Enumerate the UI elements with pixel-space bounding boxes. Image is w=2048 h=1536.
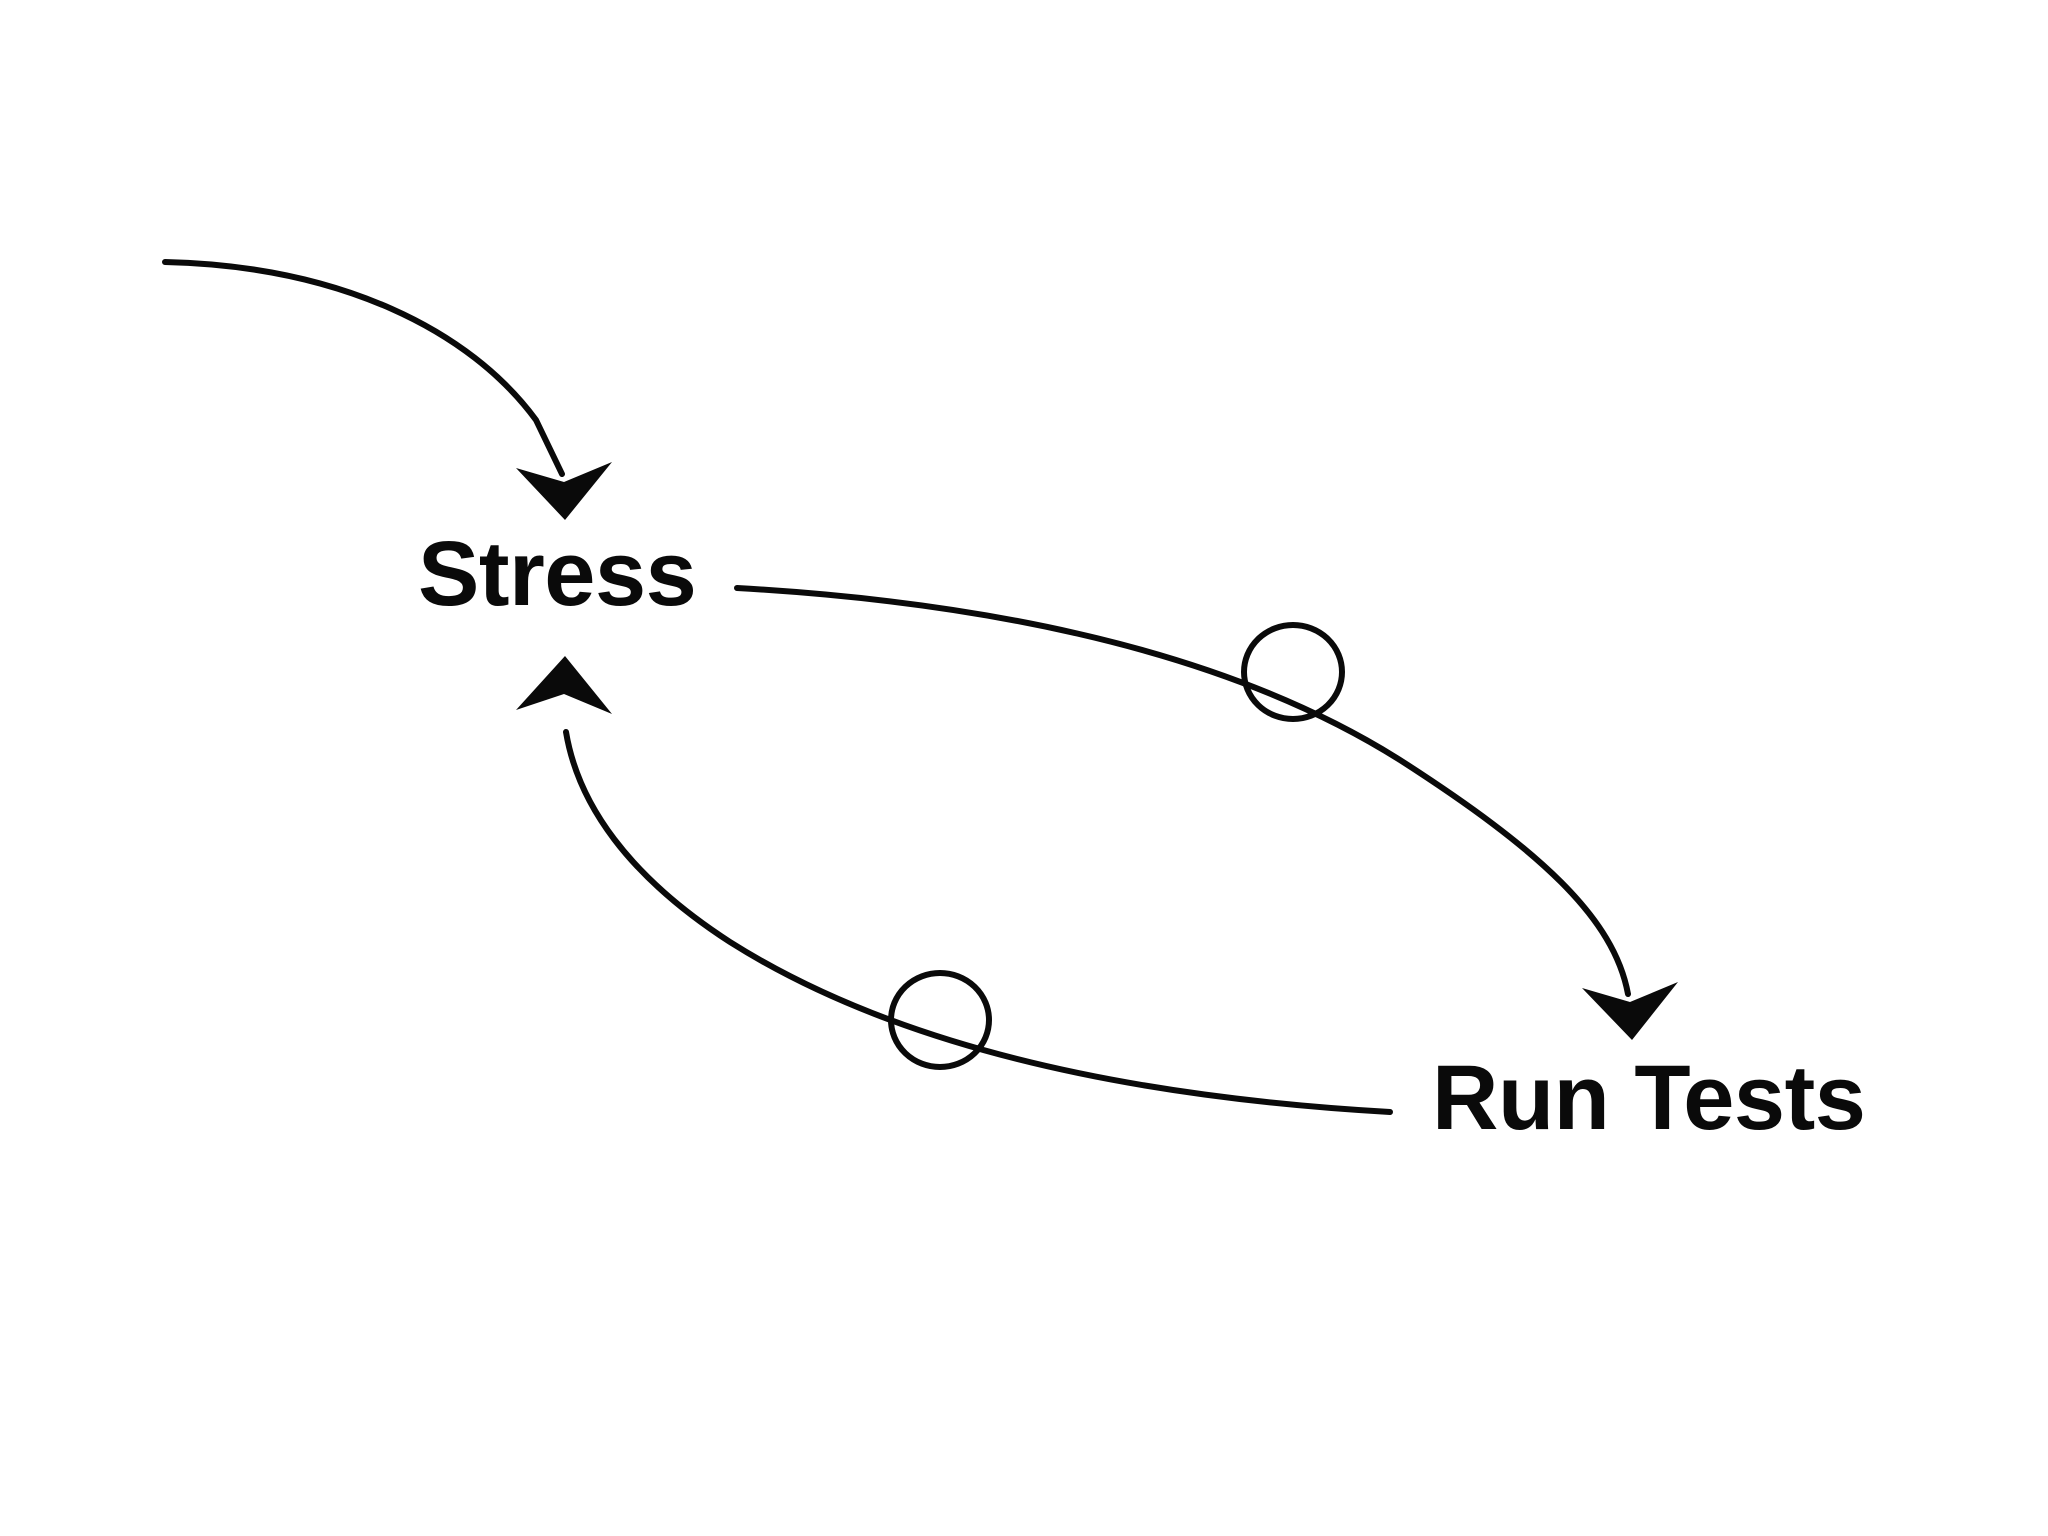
delay-circle-icon bbox=[1241, 622, 1345, 722]
edge-incoming-to-stress bbox=[162, 259, 612, 520]
edge-run-tests-to-stress-line bbox=[563, 729, 1393, 1115]
node-label-run-tests: Run Tests bbox=[1432, 1047, 1866, 1149]
arrowhead-icon bbox=[1582, 982, 1678, 1040]
arrowhead-icon bbox=[516, 462, 612, 520]
edge-incoming-to-stress-line bbox=[162, 259, 565, 477]
edge-run-tests-to-stress bbox=[516, 656, 1393, 1115]
arrowhead-icon bbox=[516, 656, 612, 714]
delay-circle-icon bbox=[888, 970, 992, 1070]
node-label-stress: Stress bbox=[418, 523, 697, 625]
edge-stress-to-run-tests-line bbox=[734, 585, 1631, 997]
edge-stress-to-run-tests bbox=[734, 585, 1678, 1040]
